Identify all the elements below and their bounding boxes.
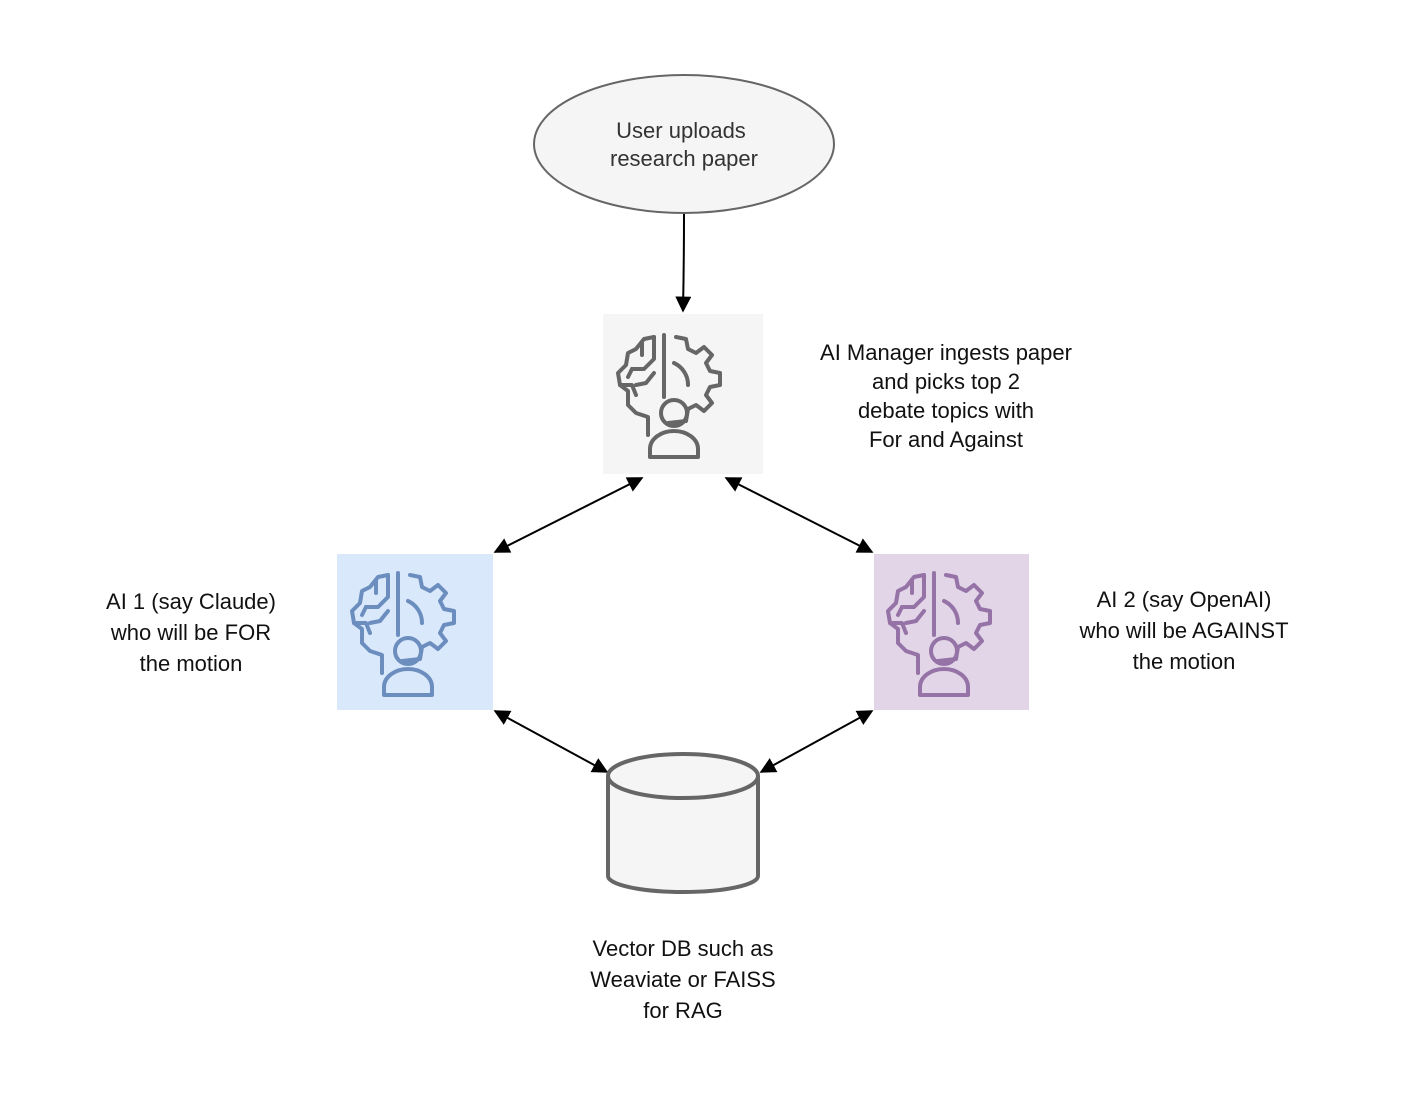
vector-db-label-line-1: Vector DB such as (592, 936, 774, 961)
edge-ai2-db (759, 710, 874, 773)
ai1-node (337, 554, 493, 710)
edge-ai1-db (493, 710, 609, 773)
edge-start-to-manager (675, 213, 692, 313)
ai1-label-line-3: the motion (139, 651, 243, 676)
ai-manager-label-line-4: For and Against (868, 427, 1024, 452)
start-node-line-1: User uploads (616, 118, 746, 143)
vector-db-label-line-2: Weaviate or FAISS (590, 967, 776, 992)
edge-manager-ai2 (724, 477, 874, 553)
database-cylinder-icon (606, 752, 760, 894)
ai-manager-node (603, 314, 763, 474)
vector-db-label-line-3: for RAG (643, 998, 723, 1023)
vector-db-label: Vector DB such as Weaviate or FAISS for … (563, 933, 803, 1026)
edges (493, 213, 874, 773)
ai2-label-line-1: AI 2 (say OpenAI) (1096, 587, 1272, 612)
ai2-label-line-2: who will be AGAINST (1079, 618, 1289, 643)
ai-manager-label-line-1: AI Manager ingests paper (820, 340, 1072, 365)
ai1-label-line-1: AI 1 (say Claude) (106, 589, 276, 614)
ai-manager-label-line-3: debate topics with (857, 398, 1035, 423)
ai1-label-line-2: who will be FOR (110, 620, 272, 645)
start-node: User uploads research paper (533, 74, 835, 214)
ai1-label: AI 1 (say Claude) who will be FOR the mo… (86, 586, 296, 679)
start-node-line-2: research paper (610, 146, 758, 171)
ai-manager-label-line-2: and picks top 2 (872, 369, 1020, 394)
edge-manager-ai1 (493, 477, 644, 553)
vector-db-node (606, 752, 760, 894)
ai2-label-line-3: the motion (1132, 649, 1236, 674)
ai2-node (874, 554, 1029, 710)
ai2-label: AI 2 (say OpenAI) who will be AGAINST th… (1052, 584, 1316, 677)
ai-manager-label: AI Manager ingests paper and picks top 2… (796, 338, 1096, 454)
